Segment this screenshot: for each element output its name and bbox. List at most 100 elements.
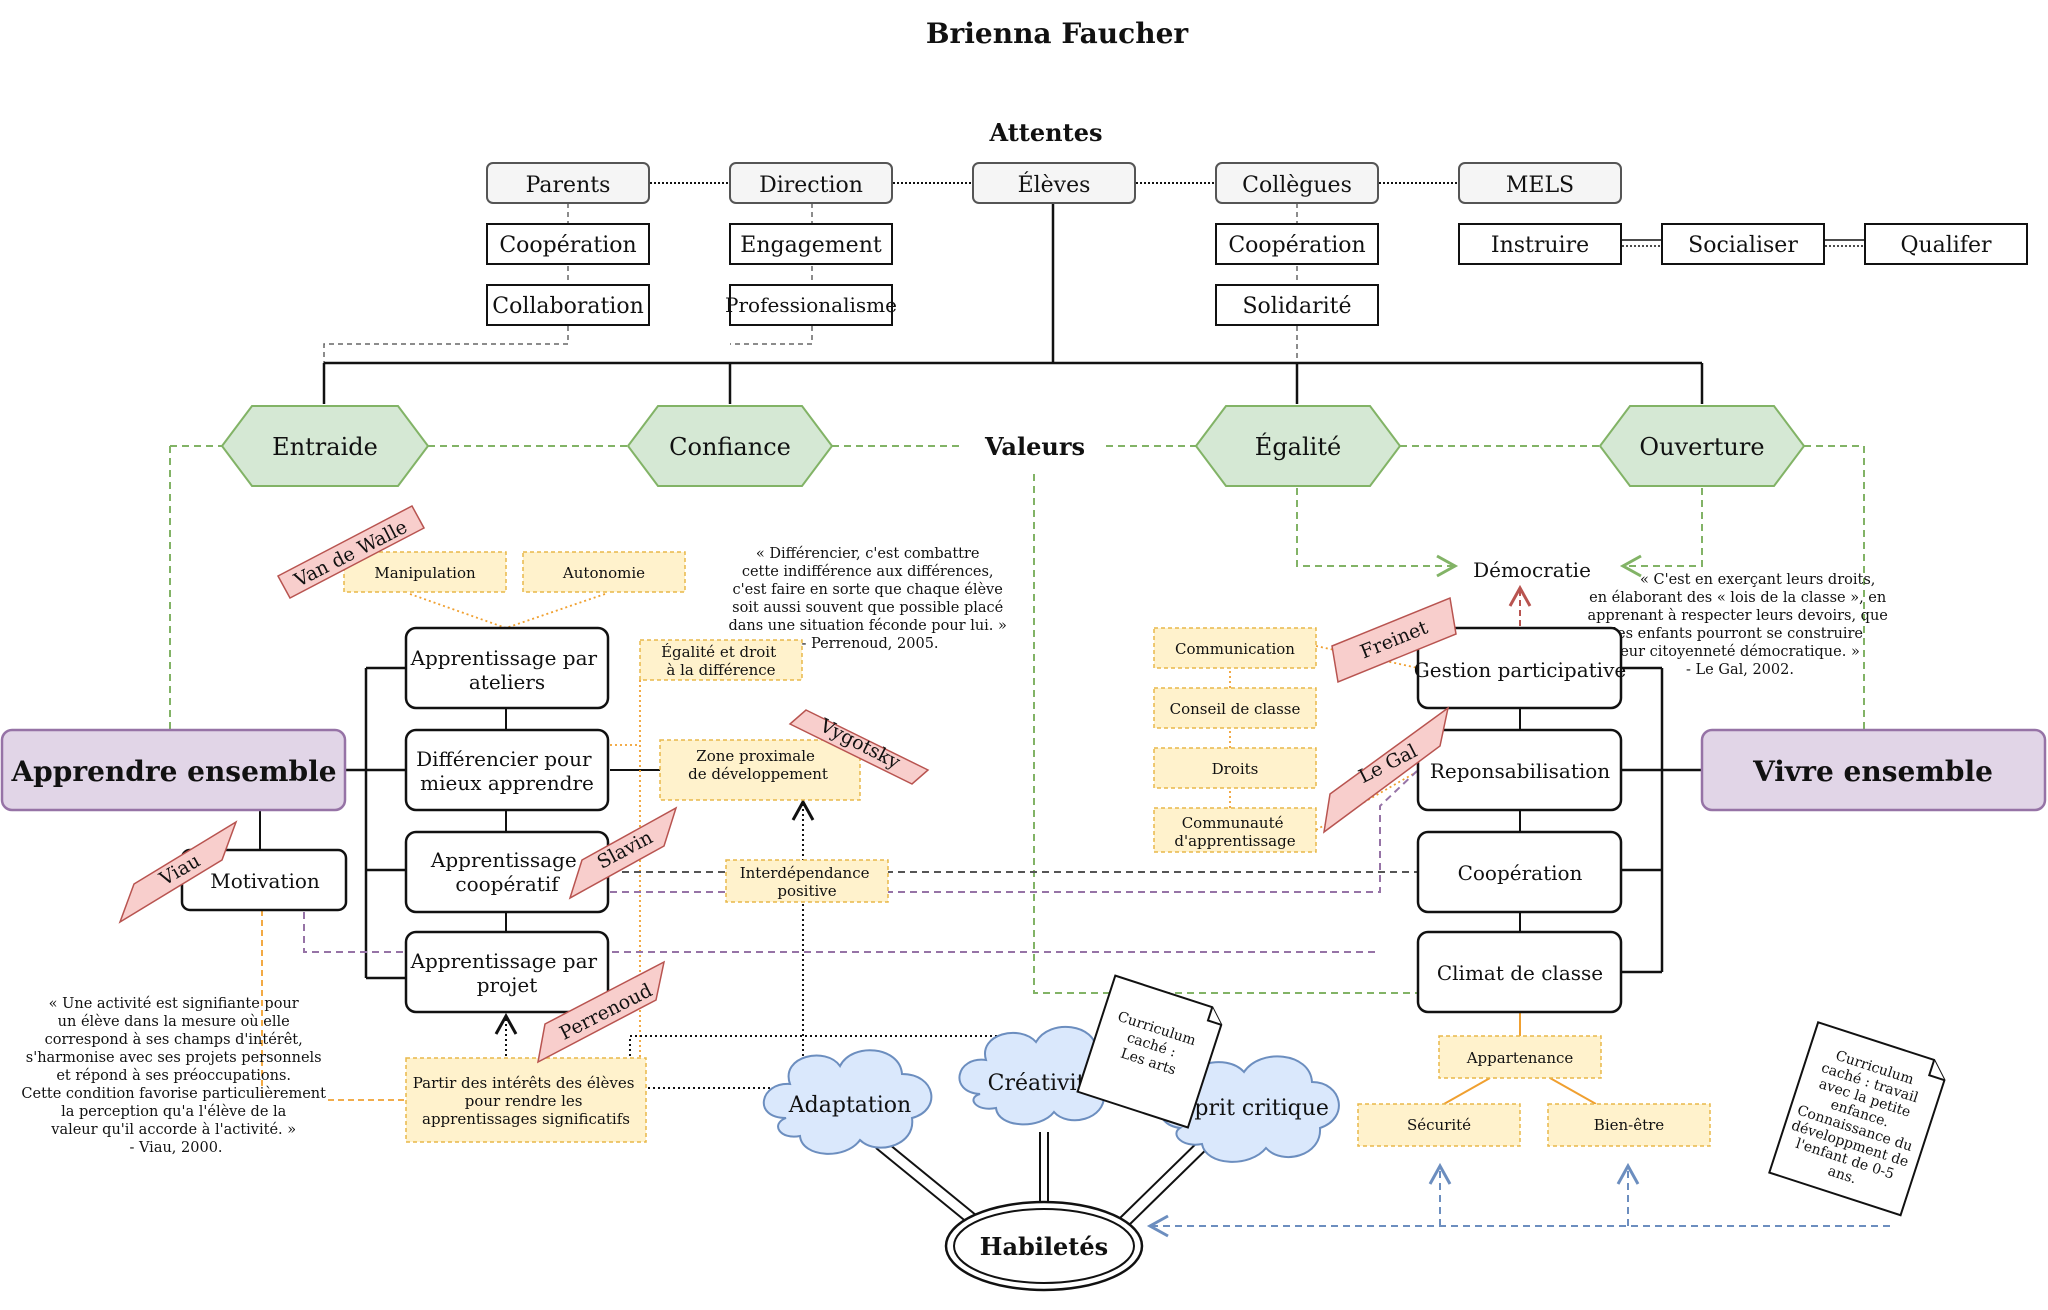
democratie-label: Démocratie <box>1473 558 1591 582</box>
box-line: projet <box>477 973 537 997</box>
value-ouverture: Ouverture <box>1598 405 1806 487</box>
item-label: Professionalisme <box>725 293 897 317</box>
apprentissage-ateliers: Apprentissage par ateliers <box>404 626 610 710</box>
box-label: Gestion participative <box>1414 658 1626 682</box>
quote-line: - Perrenoud, 2005. <box>801 636 938 652</box>
box-line: ateliers <box>469 670 545 694</box>
item-label: Solidarité <box>1242 294 1351 319</box>
box-label: Reponsabilisation <box>1430 759 1610 783</box>
box-line: Apprentissage par <box>410 646 598 670</box>
attentes-heading: Attentes <box>989 118 1103 147</box>
svg-text:Zone proximale de dévelo: Zone proximale de développement <box>688 747 828 783</box>
gestion-participative: Gestion participative <box>1414 626 1626 710</box>
item-label: Coopération <box>499 233 636 258</box>
mels-item: Qualifer <box>1864 223 2028 265</box>
note-communaute: Communauté d'apprentissage <box>1153 807 1317 853</box>
value-label: Confiance <box>669 433 791 461</box>
quote-line: les enfants pourront se construire <box>1612 626 1863 642</box>
item-label: Socialiser <box>1688 233 1798 258</box>
quote-viau: « Une activité est signifiante pour un é… <box>21 996 330 1156</box>
parents-item: Collaboration <box>486 284 650 326</box>
direction-item: Engagement <box>729 223 893 265</box>
value-label: Ouverture <box>1639 433 1764 461</box>
quote-line: - Viau, 2000. <box>129 1140 222 1156</box>
cooperation: Coopération <box>1416 830 1623 914</box>
quote-perrenoud: « Différencier, c'est combattre cette in… <box>728 546 1011 652</box>
item-label: Collaboration <box>492 294 644 319</box>
quote-line: en élaborant des « lois de la classe », … <box>1589 590 1886 606</box>
quote-line: apprenant à respecter leurs devoirs, que <box>1588 607 1888 624</box>
svg-text:Interdépendance positive: Interdépendance positive <box>740 864 875 900</box>
svg-text:Égalité et droit à la di: Égalité et droit à la différence <box>661 643 781 679</box>
valeurs-heading: Valeurs <box>984 432 1085 461</box>
mels-item: Instruire <box>1458 223 1622 265</box>
item-label: Qualifer <box>1900 233 1992 258</box>
note-line: à la différence <box>666 661 775 679</box>
note-label: Bien-être <box>1594 1116 1665 1134</box>
quote-line: c'est faire en sorte que chaque élève <box>733 582 1003 598</box>
svg-text:Différencier pour mieux: Différencier pour mieux apprendre <box>416 747 598 795</box>
item-label: Coopération <box>1228 233 1365 258</box>
stakeholder-collegues: Collègues <box>1215 162 1379 204</box>
note-conseil-classe: Conseil de classe <box>1153 687 1317 729</box>
note-label: Autonomie <box>562 564 645 582</box>
climat-classe: Climat de classe <box>1416 930 1623 1014</box>
svg-text:« Différencier, c'est combattr: « Différencier, c'est combattre cette in… <box>728 546 1011 652</box>
quote-line: « Différencier, c'est combattre <box>756 546 980 562</box>
diagram-title: Brienna Faucher <box>926 17 1190 50</box>
svg-text:Curriculum caché : trava: Curriculum caché : travail avec la petit… <box>1779 1041 1939 1202</box>
quote-line: s'harmonise avec ses projets personnels <box>26 1050 322 1066</box>
stakeholder-label: Élèves <box>1018 171 1091 198</box>
svg-text:Apprentissage par projet: Apprentissage par projet <box>410 949 604 997</box>
value-label: Entraide <box>272 433 378 461</box>
svg-text:Apprentissage coopératif: Apprentissage coopératif <box>430 848 583 896</box>
box-line: Différencier pour <box>416 747 592 771</box>
value-confiance: Confiance <box>626 405 834 487</box>
quote-line: soit aussi souvent que possible placé <box>732 600 1003 616</box>
note-label: Conseil de classe <box>1170 700 1301 718</box>
note-label: Sécurité <box>1407 1116 1471 1134</box>
note-label: Appartenance <box>1466 1049 1574 1067</box>
note-bien-etre: Bien-être <box>1547 1103 1711 1147</box>
quote-line: dans une situation féconde pour lui. » <box>728 618 1006 634</box>
box-line: Apprentissage par <box>410 949 598 973</box>
note-securite: Sécurité <box>1357 1103 1521 1147</box>
parents-item: Coopération <box>486 223 650 265</box>
note-appartenance: Appartenance <box>1438 1035 1602 1079</box>
curriculum-arts: Curriculum caché : Les arts <box>1076 974 1223 1129</box>
box-line: coopératif <box>455 872 560 896</box>
apprentissage-projet: Apprentissage par projet <box>404 930 610 1014</box>
note-interdependance: Interdépendance positive <box>725 859 889 903</box>
value-entraide: Entraide <box>220 405 430 487</box>
svg-text:Apprentissage par atelie: Apprentissage par ateliers <box>410 646 604 694</box>
collegues-item: Coopération <box>1215 223 1379 265</box>
note-zone-proximale: Zone proximale de développement <box>659 739 861 801</box>
item-label: Engagement <box>740 233 882 258</box>
apprentissage-cooperatif: Apprentissage coopératif <box>404 830 610 914</box>
note-line: Interdépendance <box>740 864 870 882</box>
reponsabilisation: Reponsabilisation <box>1416 728 1623 812</box>
svg-text:« Une activité est signifiante: « Une activité est signifiante pour un é… <box>21 996 330 1156</box>
svg-text:« C'est en exerçant leurs droi: « C'est en exerçant leurs droits, en éla… <box>1588 572 1893 678</box>
note-line: Partir des intérêts des élèves <box>413 1074 635 1092</box>
mels-item: Socialiser <box>1661 223 1825 265</box>
note-label: Manipulation <box>374 564 476 582</box>
note-label: Communication <box>1175 640 1295 658</box>
note-line: Communauté <box>1182 814 1284 832</box>
box-line: Apprentissage <box>430 848 577 872</box>
habiletes-node: Habiletés <box>944 1200 1144 1292</box>
svg-text:Partir des intérêts des élèves: Partir des intérêts des élèves pour rend… <box>413 1074 639 1128</box>
cloud-label: Adaptation <box>788 1093 911 1118</box>
svg-text:Communauté d'apprentissa: Communauté d'apprentissage <box>1174 814 1295 850</box>
note-line: d'apprentissage <box>1174 832 1295 850</box>
curriculum-enfance: Curriculum caché : travail avec la petit… <box>1768 1021 1946 1217</box>
quote-line: et répond à ses préoccupations. <box>56 1067 291 1084</box>
quote-line: correspond à ses champs d'intérêt, <box>45 1031 303 1048</box>
quote-line: cette indifférence aux différences, <box>742 564 994 580</box>
note-label: Droits <box>1212 760 1259 778</box>
stakeholder-eleves: Élèves <box>972 162 1136 204</box>
quote-line: Cette condition favorise particulièremen… <box>21 1086 326 1102</box>
vivre-ensemble: Vivre ensemble <box>1700 728 2047 812</box>
collegues-item: Solidarité <box>1215 284 1379 326</box>
